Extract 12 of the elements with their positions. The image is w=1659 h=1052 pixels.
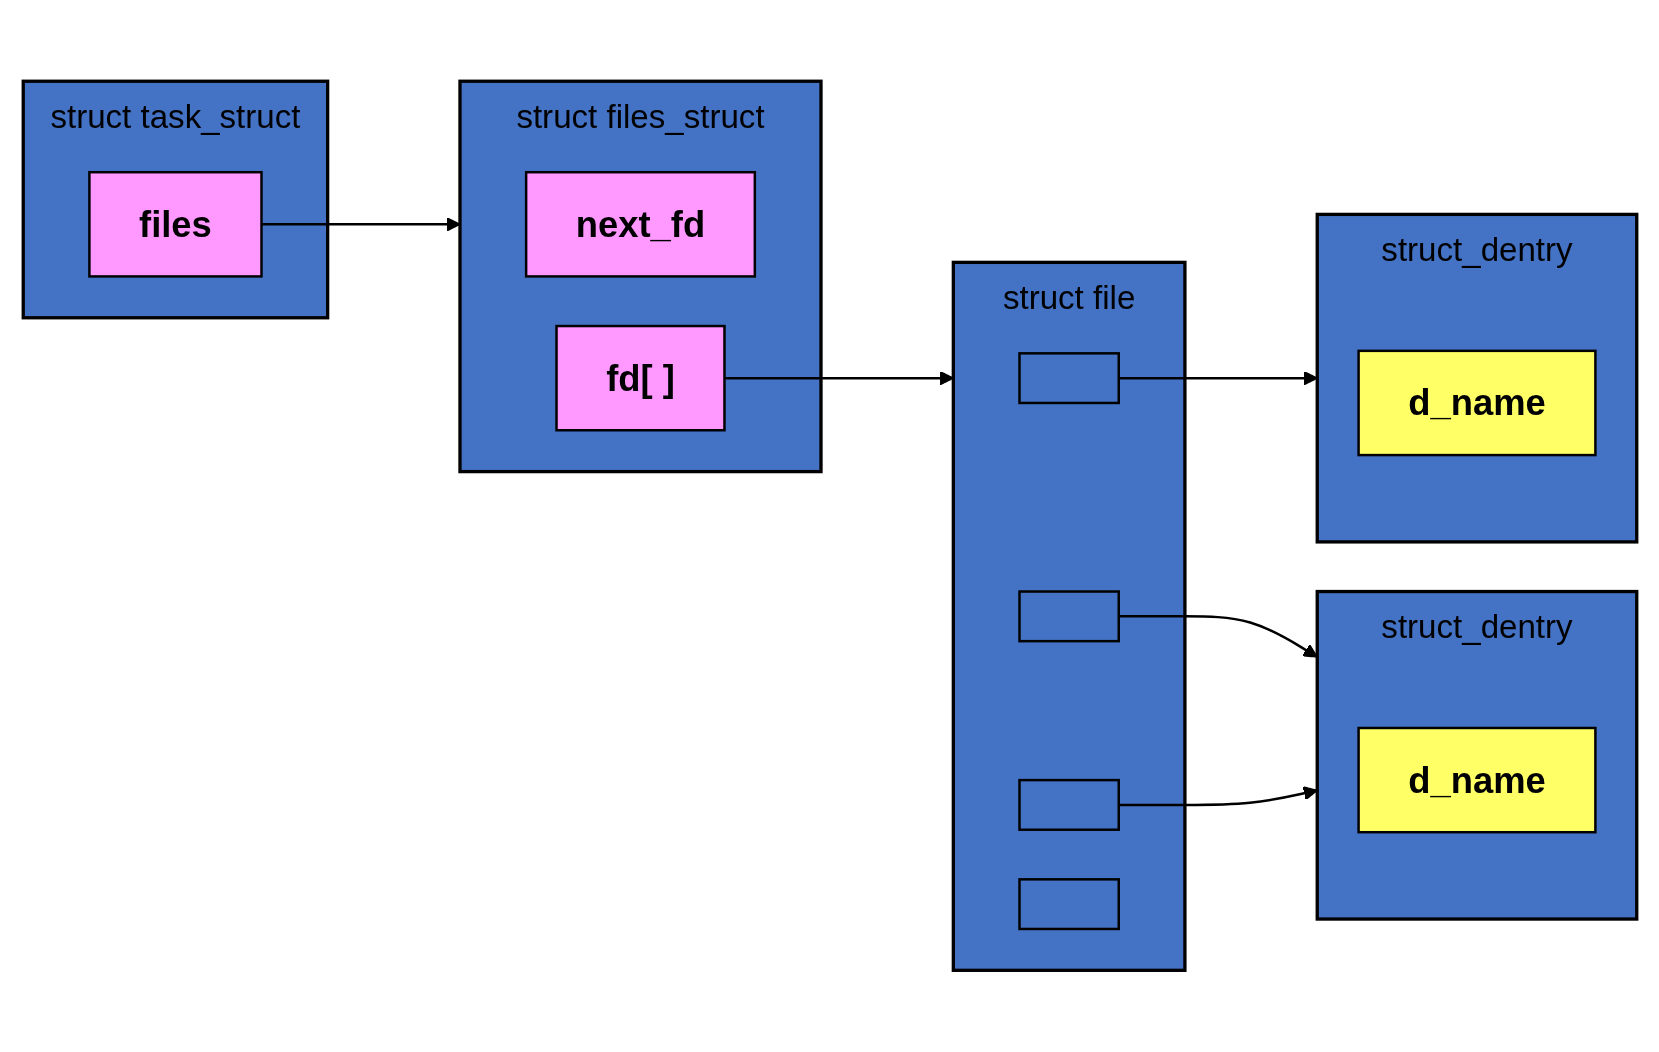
cluster: struct file [951, 260, 1187, 973]
node-box [1017, 779, 1120, 832]
node-box: files [87, 171, 263, 278]
node-box: fd[ ] [554, 325, 726, 432]
node-box: next_fd [524, 171, 756, 278]
node-box [1017, 352, 1120, 405]
node-box [1017, 878, 1120, 931]
node-box: d_name [1356, 349, 1597, 457]
arrow [723, 371, 954, 386]
arrow [261, 217, 461, 232]
node-box [1017, 590, 1120, 643]
node-box: d_name [1356, 727, 1597, 834]
